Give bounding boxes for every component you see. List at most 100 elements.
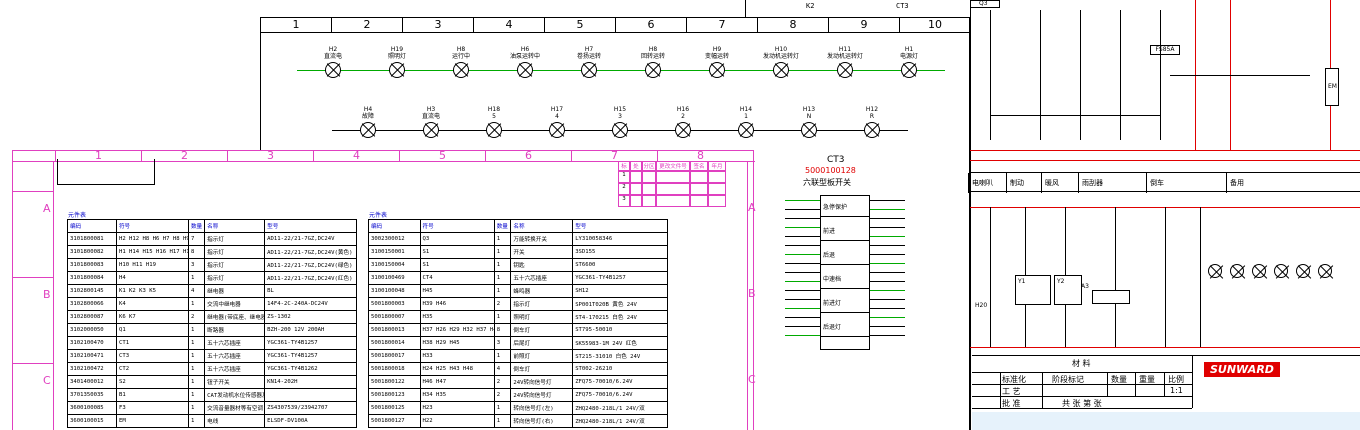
bom-cell: 8 [493,323,512,337]
bom-cell: EM [115,414,189,428]
wire-v1 [990,10,991,140]
lamp-symbol-icon [675,122,691,138]
bom-cell: ZFQ75-70010/6.24V [572,388,668,402]
tb-stage: 阶段标记 [1052,375,1084,384]
bom-cell: 3102100470 [67,336,117,350]
ct3-switch-body: 急停保护前进后退中速档前进灯后退灯 [820,195,870,350]
pink-ruler-line [13,161,755,162]
bom-cell: 钥匙 [510,258,574,272]
lamp-tag: H13 [802,106,816,113]
bom-cell: 断路器 [204,323,266,337]
bom-cell: YGC361-TY4B1262 [264,362,357,376]
ct3-name: 六联型板开关 [803,178,851,187]
bom-cell: YGC361-TY4B1257 [572,271,668,285]
bom-cell: 5001800018 [368,362,421,376]
bom-header-cell: 符号 [419,219,495,233]
lamp-symbol-icon [1230,264,1244,278]
upper-header-mark-2: CT3 [896,2,909,10]
bom-cell: 继电器 [204,284,266,298]
function-header: 电喇叭 [972,179,993,187]
rev-cell [630,171,642,183]
bom-cell: SK55983-1M 24V 红色 [572,336,668,350]
lower-lamp [1228,258,1248,302]
ruler-cell: 10 [899,18,970,32]
bom-cell: 指示灯 [204,258,266,272]
pink-column: 6 [485,150,571,161]
table-row: 3701350035B11CAT发动机水位传感器及插件 [67,388,357,402]
bom-cell: AD11-22/21-7GZ,DC24V(黄色) [264,245,357,259]
bom-cell: CT3 [115,349,189,363]
bom-cell: H22 [419,414,495,428]
ct3-wire-left [785,308,820,309]
bom-cell: ST6600 [572,258,668,272]
lw-v4 [1115,207,1116,347]
bom-cell: H24 H25 H43 H48 [419,362,495,376]
lamp-symbol-icon [709,62,725,78]
bom-cell: 1 [493,349,512,363]
bom-cell: 五十六芯插座 [510,271,574,285]
bom-cell: Q1 [115,323,189,337]
bom-cell: 3101800083 [67,258,117,272]
bom-cell: 五十六芯插座 [204,349,266,363]
bom-cell: 8 [187,245,206,259]
tb-sheet-info: 共 张 第 张 [1062,399,1102,408]
tb-vline-2 [1042,372,1043,408]
bom-cell: 1 [187,414,206,428]
bom-cell: H45 [419,284,495,298]
ct3-wire-right [870,227,905,228]
function-header: 制动 [1010,179,1024,187]
ct3-divider [821,288,869,289]
lamp-text: 5 [492,113,496,120]
bom-header-cell: 数量 [493,219,512,233]
bom-cell: 3102000050 [67,323,117,337]
lamp-symbol-icon [645,62,661,78]
ct3-wire-right [870,218,905,219]
ct3-position: 前进 [823,228,836,235]
bom-cell: S1 [419,245,495,259]
bom-cell: 5001800007 [368,310,421,324]
bom-cell: 3102100472 [67,362,117,376]
lamp-text: 3 [618,113,622,120]
bom-cell: 五十六芯插座 [204,362,266,376]
bom-cell: 1 [187,401,206,415]
right-schematic-sheet: EM Q3 FS85A 电喇叭制动暖风雨刮器倒车备用 Y1 Y2 A3 H20 … [968,0,1360,430]
bom-cell: 交流音量器材等有空调 [204,401,266,415]
bom-cell: H10 H11 H19 [115,258,189,272]
lamp-symbol-icon [864,122,880,138]
lamp-tag: H2 [328,46,338,53]
rev-cell [630,183,642,195]
lamp-symbol-icon [801,122,817,138]
ct3-divider [821,264,869,265]
wire-v4 [1120,10,1121,140]
bom-cell: H35 [419,310,495,324]
bom-cell: H1 H14 H15 H16 H17 H18 H2 H3 [115,245,189,259]
rev-cell [708,171,726,183]
bom-cell: ZS-1302 [264,310,357,324]
ct3-wire-left [785,254,820,255]
lamp-symbol-icon [1208,264,1222,278]
bom-cell: CT4 [419,271,495,285]
ct3-wire-left [785,227,820,228]
bom-cell: 转向信号灯(左) [510,401,574,415]
bom-cell: Q3 [419,232,495,246]
relay-y1: Y1 [1015,275,1051,305]
function-divider [1078,173,1079,193]
ct3-wire-left [785,326,820,327]
lamp-tag: H16 [676,106,690,113]
lamp-symbol-icon [486,122,502,138]
tb-scale-value: 1:1 [1170,386,1183,395]
bom-cell: ZFQ75-70010/6.24V [572,375,668,389]
rev-cell: 2 [618,183,630,195]
lamp-symbol-icon [1318,264,1332,278]
ruler-cell: 3 [402,18,473,32]
lamp-symbol-icon [549,122,565,138]
lamp-symbol-icon [773,62,789,78]
ct3-wire-right [870,209,905,210]
